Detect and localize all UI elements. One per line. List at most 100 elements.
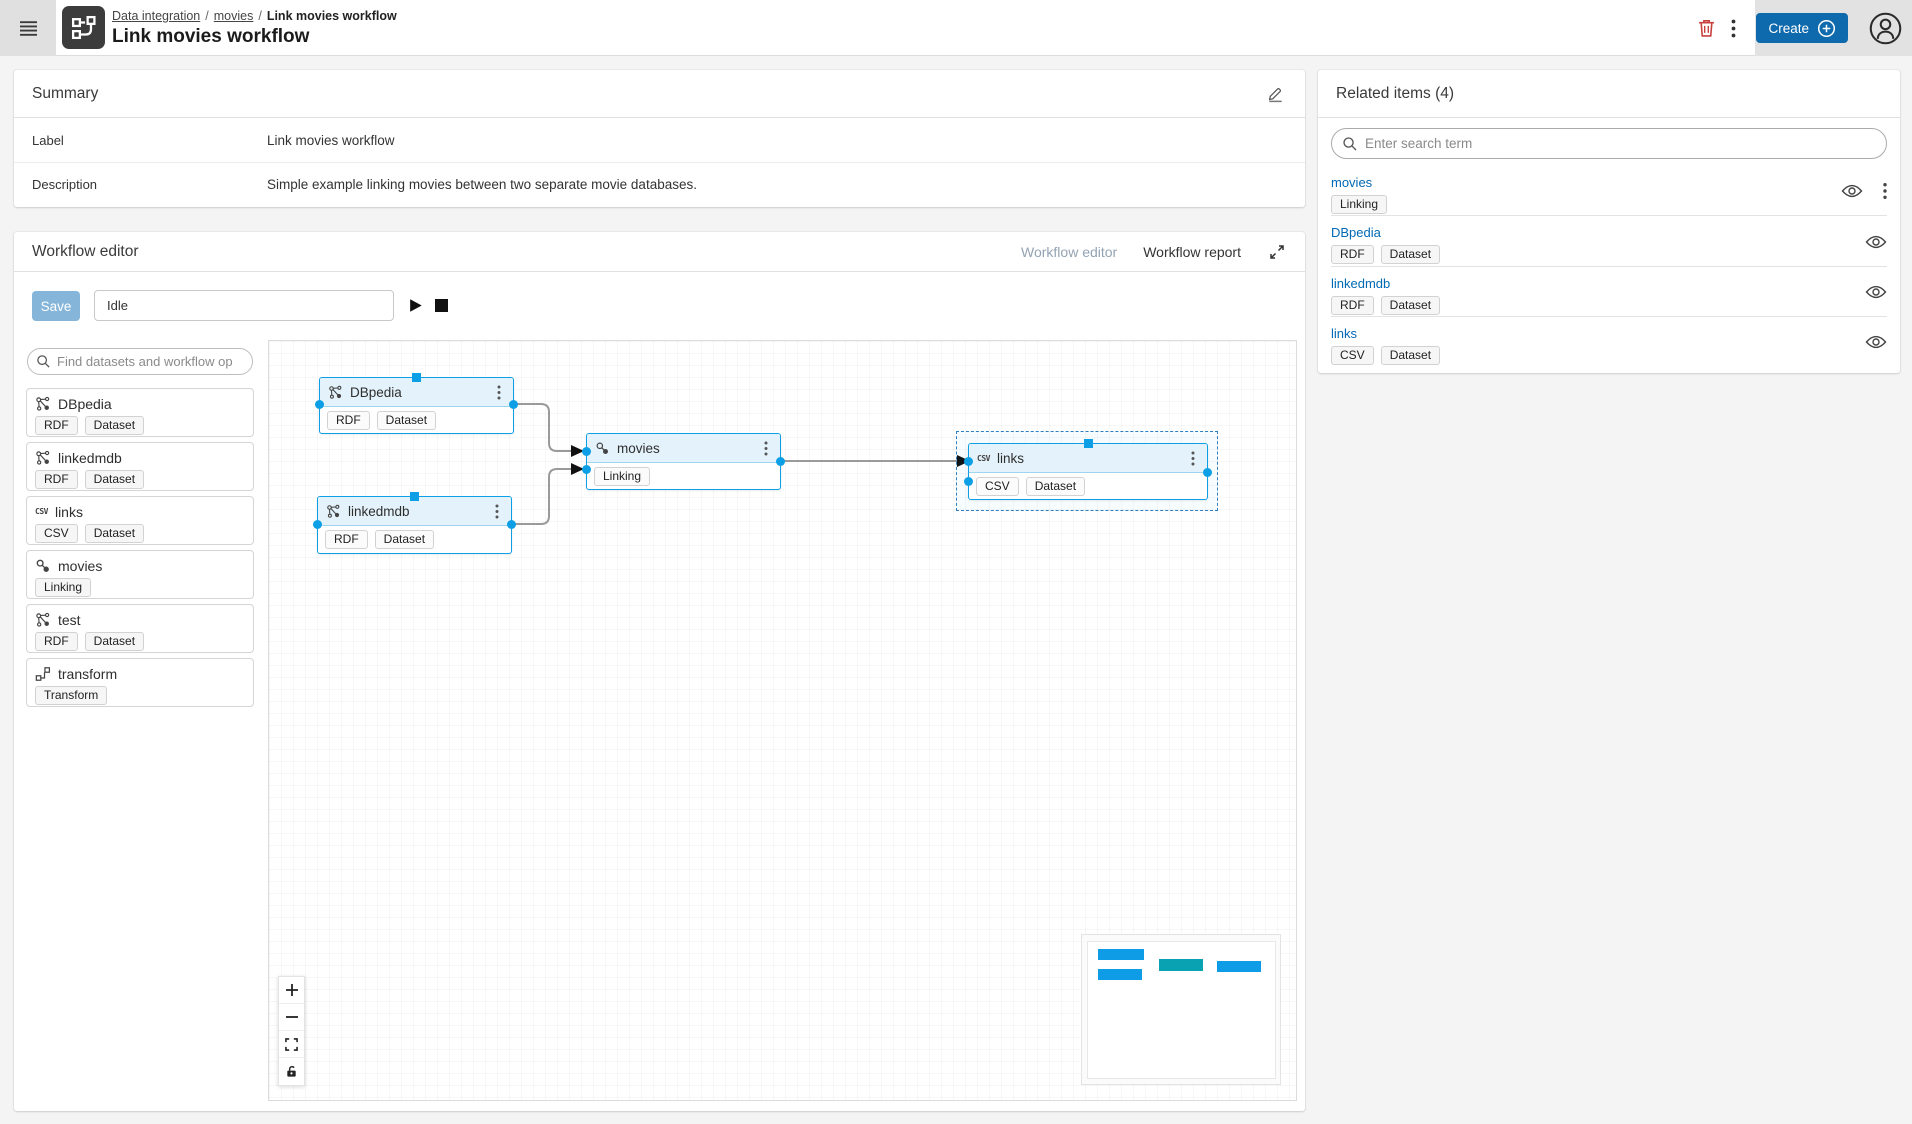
lock-interactivity-button[interactable] (279, 1058, 304, 1085)
related-item-link[interactable]: DBpedia (1331, 225, 1381, 240)
preview-button[interactable] (1841, 184, 1863, 199)
zoom-out-button[interactable] (279, 1004, 304, 1031)
csv-icon: CSV (977, 453, 990, 463)
preview-button[interactable] (1865, 335, 1887, 350)
edit-summary-button[interactable] (1263, 82, 1287, 106)
related-item-link[interactable]: links (1331, 326, 1358, 341)
palette-item-title: linkedmdb (58, 449, 122, 466)
node-handle-output[interactable] (776, 457, 785, 466)
node-handle-top[interactable] (1083, 438, 1093, 448)
canvas-node-dbpedia[interactable]: DBpedia RDF Dataset (315, 372, 518, 434)
hamburger-menu-button[interactable] (0, 0, 56, 56)
preview-button[interactable] (1865, 285, 1887, 300)
workflow-view-tabs: Workflow editor Workflow report (1021, 242, 1287, 262)
related-search (1331, 128, 1887, 159)
breadcrumb-link-movies[interactable]: movies (213, 9, 254, 23)
run-workflow-button[interactable] (406, 296, 424, 314)
canvas-node-linkedmdb[interactable]: linkedmdb RDF Dataset (313, 491, 516, 554)
node-handle-right[interactable] (507, 520, 516, 529)
tag: Dataset (374, 530, 435, 549)
tab-workflow-editor[interactable]: Workflow editor (1021, 243, 1118, 260)
preview-button[interactable] (1865, 234, 1887, 249)
breadcrumb-link-data-integration[interactable]: Data integration (112, 9, 201, 23)
canvas-minimap[interactable] (1081, 934, 1281, 1085)
node-title: DBpedia (350, 384, 402, 400)
palette-item-title: links (54, 503, 83, 520)
workflow-editor-title: Workflow editor (32, 242, 139, 260)
tag: Transform (35, 686, 108, 705)
related-items-title: Related items (4) (1336, 84, 1455, 102)
tab-workflow-report[interactable]: Workflow report (1143, 243, 1241, 260)
linking-icon (596, 442, 608, 454)
node-handle-left[interactable] (315, 400, 324, 409)
header-more-menu-button[interactable] (1726, 18, 1740, 38)
csv-icon: CSV (35, 507, 48, 516)
workflow-canvas[interactable]: DBpedia RDF Dataset linkedmdb (268, 340, 1297, 1101)
create-button[interactable]: Create (1756, 13, 1848, 43)
related-item-link[interactable]: linkedmdb (1331, 276, 1391, 291)
field-value: Simple example linking movies between tw… (267, 177, 697, 192)
palette-item-title: transform (58, 665, 118, 682)
item-more-menu-button[interactable] (1883, 183, 1887, 200)
stop-workflow-button[interactable] (434, 298, 448, 312)
node-handle-output[interactable] (1203, 468, 1212, 477)
palette-item-movies[interactable]: movies Linking (26, 550, 254, 599)
kebab-icon (497, 385, 501, 399)
palette-search-input[interactable] (57, 354, 244, 369)
node-handle-top[interactable] (412, 372, 421, 382)
breadcrumb: Data integration/movies/Link movies work… (112, 9, 397, 23)
tag: Dataset (84, 524, 145, 543)
node-handle-input-2[interactable] (582, 465, 591, 474)
node-handle-input-1[interactable] (582, 447, 591, 456)
canvas-node-links[interactable]: CSV links CSV Dataset (964, 438, 1212, 500)
minimap-node-links (1217, 961, 1261, 972)
canvas-controls (278, 976, 305, 1086)
node-handle-left[interactable] (313, 520, 322, 529)
summary-card: Summary Label Link movies workflow Descr… (14, 70, 1305, 207)
eye-icon (1865, 285, 1887, 299)
user-avatar-button[interactable] (1869, 12, 1902, 45)
related-item-link[interactable]: movies (1331, 175, 1373, 190)
kebab-icon (1731, 19, 1735, 37)
save-button[interactable]: Save (32, 291, 80, 321)
tag: Dataset (1025, 477, 1086, 496)
node-handle-right[interactable] (509, 400, 518, 409)
field-value: Link movies workflow (267, 132, 395, 148)
search-icon (37, 355, 50, 368)
linking-icon (36, 559, 49, 572)
delete-button[interactable] (1696, 17, 1716, 39)
node-handle-top[interactable] (410, 491, 419, 501)
palette-item-transform[interactable]: transform Transform (26, 658, 254, 707)
node-menu-button[interactable] (493, 384, 505, 400)
zoom-in-button[interactable] (279, 977, 304, 1004)
related-search-input[interactable] (1365, 136, 1876, 151)
tag: Dataset (1380, 296, 1441, 315)
node-menu-button[interactable] (491, 503, 503, 519)
node-handle-input-2[interactable] (964, 477, 973, 486)
canvas-node-movies[interactable]: movies Linking (582, 433, 785, 490)
kebab-icon (1883, 183, 1887, 199)
workflow-status-input[interactable] (94, 290, 394, 321)
rdf-graph-icon (36, 396, 50, 411)
plus-icon (285, 984, 298, 996)
related-items-card: Related items (4) movies Linking DBpedia… (1318, 70, 1900, 373)
expand-icon (1270, 244, 1284, 259)
tag: Dataset (376, 411, 437, 430)
tag: RDF (35, 632, 78, 651)
fit-view-button[interactable] (279, 1031, 304, 1058)
node-menu-button[interactable] (760, 440, 772, 456)
summary-row-description: Description Simple example linking movie… (14, 162, 1305, 206)
minimap-node-dbpedia (1098, 949, 1144, 960)
node-menu-button[interactable] (1187, 450, 1199, 466)
tag: CSV (1331, 346, 1374, 365)
tag: RDF (327, 411, 370, 430)
node-handle-input-1[interactable] (964, 457, 973, 466)
expand-fullscreen-button[interactable] (1267, 242, 1287, 262)
tag: CSV (976, 477, 1019, 496)
